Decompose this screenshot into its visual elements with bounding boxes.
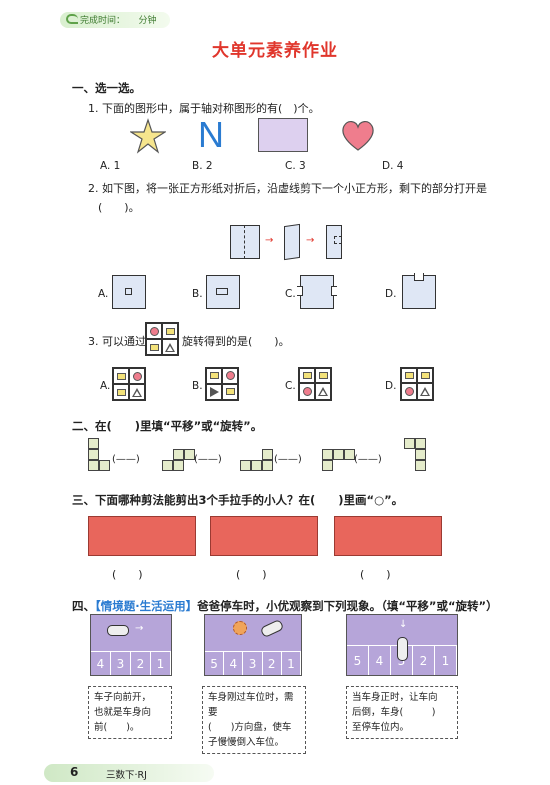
arrow-icon: → [135, 623, 144, 634]
car-icon [107, 625, 129, 636]
footer-bar [44, 764, 214, 782]
folded-paper [284, 223, 300, 261]
car-icon [397, 637, 408, 661]
q1-option-a[interactable]: A. 1 [100, 160, 121, 172]
option-b-paper [206, 275, 240, 309]
panel-2-note: 车身刚过车位时，需要( )方向盘，使车子慢慢倒入车位。 [202, 686, 306, 754]
sec3-paren-3[interactable]: ( ) [360, 568, 391, 581]
q3-option-a[interactable]: A. [100, 380, 111, 392]
q3-source-grid [145, 322, 179, 356]
page-number: 6 [70, 765, 79, 779]
q2-paren: ( )。 [98, 201, 140, 214]
sec3-paren-2[interactable]: ( ) [236, 568, 267, 581]
q3-text-post: 旋转得到的是( )。 [182, 335, 290, 348]
q1-option-d[interactable]: D. 4 [382, 160, 404, 172]
q3-option-d[interactable]: D. [385, 380, 397, 392]
folded-paper-2 [210, 516, 318, 556]
section-3-heading: 三、下面哪种剪法能剪出3个手拉手的小人？在( )里画“○”。 [72, 493, 404, 507]
q3-option-b[interactable]: B. [192, 380, 203, 392]
fold-line [244, 225, 245, 259]
book-label: 三数下·RJ [106, 770, 147, 781]
arrow-icon: → [306, 235, 315, 246]
q2-option-a[interactable]: A. [98, 288, 109, 300]
option-a-paper [112, 275, 146, 309]
blank-arrow: (——) [194, 454, 222, 465]
down-arrow-icon: ↓ [399, 619, 408, 630]
q3-option-d-grid [400, 367, 434, 401]
timer-label: 完成时间： 分钟 [80, 16, 157, 26]
q1-text: 1. 下面的图形中，属于轴对称图形的有( )个。 [88, 102, 320, 115]
header-bar [60, 12, 170, 28]
page-title: 大单元素养作业 [212, 41, 338, 61]
rectangle-shape [258, 118, 308, 152]
q2-option-c[interactable]: C. [285, 288, 296, 300]
sec3-paren-1[interactable]: ( ) [112, 568, 143, 581]
cut-mark [334, 236, 342, 244]
panel-1-note: 车子向前开，也就是车身向前( )。 [88, 686, 172, 739]
option-c-notch-left [297, 286, 303, 296]
car-icon [259, 618, 285, 639]
option-a-hole [125, 288, 132, 295]
q3-option-a-grid [112, 367, 146, 401]
option-c-paper [300, 275, 334, 309]
folded-paper-1 [88, 516, 196, 556]
blank-arrow: (——) [274, 454, 302, 465]
letter-n-shape: N [198, 114, 224, 155]
section-2-heading: 二、在( )里填“平移”或“旋转”。 [72, 419, 263, 433]
option-d-notch [414, 273, 424, 281]
q3-option-c-grid [298, 367, 332, 401]
q1-option-b[interactable]: B. 2 [192, 160, 213, 172]
steering-wheel-icon [233, 621, 247, 635]
q2-option-b[interactable]: B. [192, 288, 203, 300]
translation-rotation-row: (——) (——) (——) (——) [88, 438, 548, 482]
section-1-heading: 一、选一选。 [72, 81, 141, 95]
option-c-notch-right [331, 286, 337, 296]
panel-3-note: 当车身正时，让车向后倒，车身( )至停车位内。 [346, 686, 458, 739]
q3-option-b-grid [205, 367, 239, 401]
q2-option-d[interactable]: D. [385, 288, 397, 300]
option-b-hole [216, 288, 228, 295]
q3-text-pre: 3. 可以通过 [88, 335, 146, 348]
star-shape [130, 118, 166, 154]
q3-option-c[interactable]: C. [285, 380, 296, 392]
arrow-icon: → [265, 235, 274, 246]
blank-arrow: (——) [354, 454, 382, 465]
q1-option-c[interactable]: C. 3 [285, 160, 306, 172]
fold-square [230, 225, 260, 259]
section-4-heading: 四、【情境题·生活运用】爸爸停车时，小优观察到下列现象。（填“平移”或“旋转”） [72, 599, 498, 613]
q2-text: 2. 如下图，将一张正方形纸对折后，沿虚线剪下一个小正方形，剩下的部分打开是 [88, 182, 487, 195]
heart-shape [342, 121, 374, 151]
folded-paper-3 [334, 516, 442, 556]
leaf-icon [66, 14, 78, 24]
blank-arrow: (——) [112, 454, 140, 465]
